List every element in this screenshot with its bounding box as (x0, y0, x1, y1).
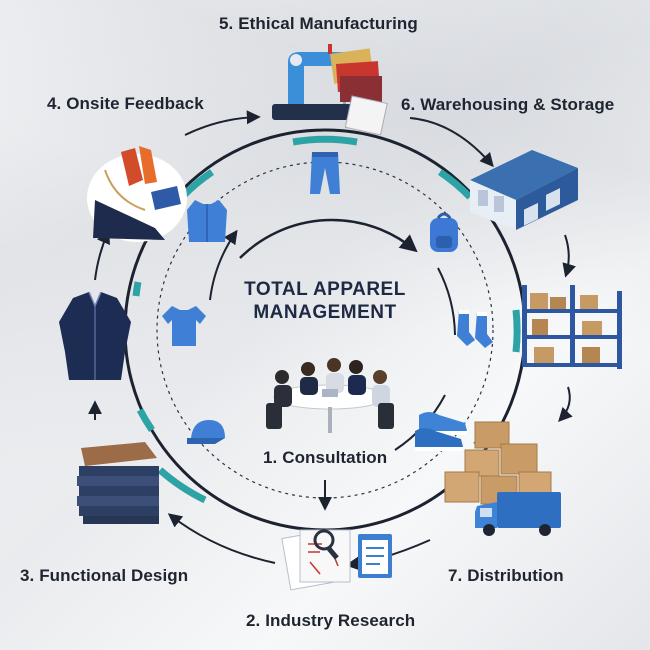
step-label-distribution: 7. Distribution (448, 566, 564, 585)
delivery-truck-icon (475, 492, 561, 536)
center-title-line2: MANAGEMENT (253, 302, 397, 323)
step-label-industry-research: 2. Industry Research (246, 611, 416, 630)
fabric-stack-icon (77, 442, 159, 524)
warehouse-icon (470, 150, 578, 230)
cap-icon (187, 420, 225, 444)
inner-arc-right (437, 267, 456, 336)
fashion-sketch-icon (87, 146, 187, 242)
jeans-icon (310, 152, 340, 194)
tshirt-icon (162, 306, 206, 346)
step-label-functional-design: 3. Functional Design (20, 566, 189, 585)
socks-icon (457, 310, 493, 348)
step-label-ethical-manufacturing: 5. Ethical Manufacturing (219, 14, 418, 33)
step-label-warehousing-storage: 6. Warehousing & Storage (401, 95, 615, 114)
shirt-icon (187, 200, 227, 242)
jacket-icon (59, 291, 131, 380)
inner-arc-left (209, 229, 238, 301)
sneakers-icon (415, 412, 467, 451)
step-label-consultation: 1. Consultation (263, 448, 388, 467)
step-label-onsite-feedback: 4. Onsite Feedback (47, 94, 204, 113)
meeting-table-icon (266, 358, 394, 433)
center-title-line1: TOTAL APPAREL (244, 279, 406, 300)
inner-arc-top (239, 218, 418, 259)
storage-shelves-icon (522, 285, 622, 369)
research-documents-icon (281, 529, 392, 591)
center-title: TOTAL APPAREL MANAGEMENT (225, 278, 425, 324)
sewing-machine-icon (272, 44, 388, 136)
backpack-icon (430, 212, 458, 252)
